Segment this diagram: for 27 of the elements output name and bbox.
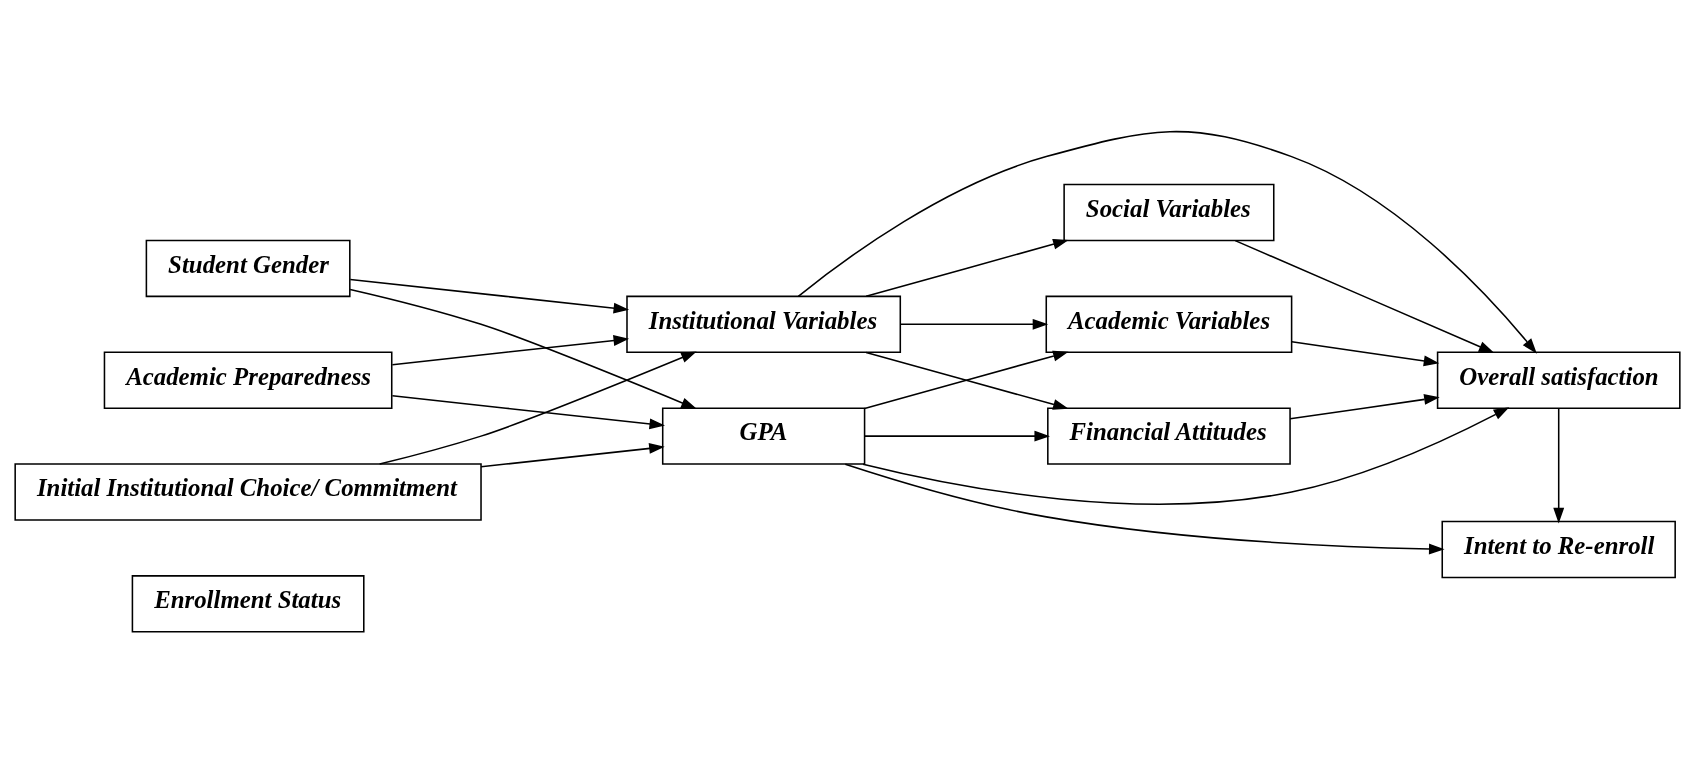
node-box: Enrollment Status [131,574,365,633]
node-box: Initial Institutional Choice/ Commitment [14,462,482,521]
arrow [900,318,1049,330]
arrow [865,238,1069,297]
arrow [480,442,665,468]
arrow [863,430,1050,442]
node-box: Financial Attitudes [1047,406,1291,465]
arrow [797,130,1537,354]
node-box: Overall satisfaction [1436,351,1681,409]
node-box: Intent to Re-enroll [1441,520,1676,578]
node-box: Institutional Variables [626,295,902,353]
arrow [349,278,630,314]
node-box: Academic Preparedness [103,351,393,409]
arrow [378,351,697,465]
arrow [391,334,630,365]
arrow [1234,239,1495,353]
node-box: Social Variables [1063,183,1275,241]
arrow [349,288,697,409]
arrow [391,394,666,429]
node-box: GPA [661,406,866,465]
arrow [862,406,1510,505]
node-box: Student Gender [145,239,351,297]
arrow [1289,393,1440,420]
node-box: Academic Variables [1045,295,1293,353]
arrow [844,462,1445,554]
arrow [1291,340,1440,366]
arrow [1553,407,1565,523]
